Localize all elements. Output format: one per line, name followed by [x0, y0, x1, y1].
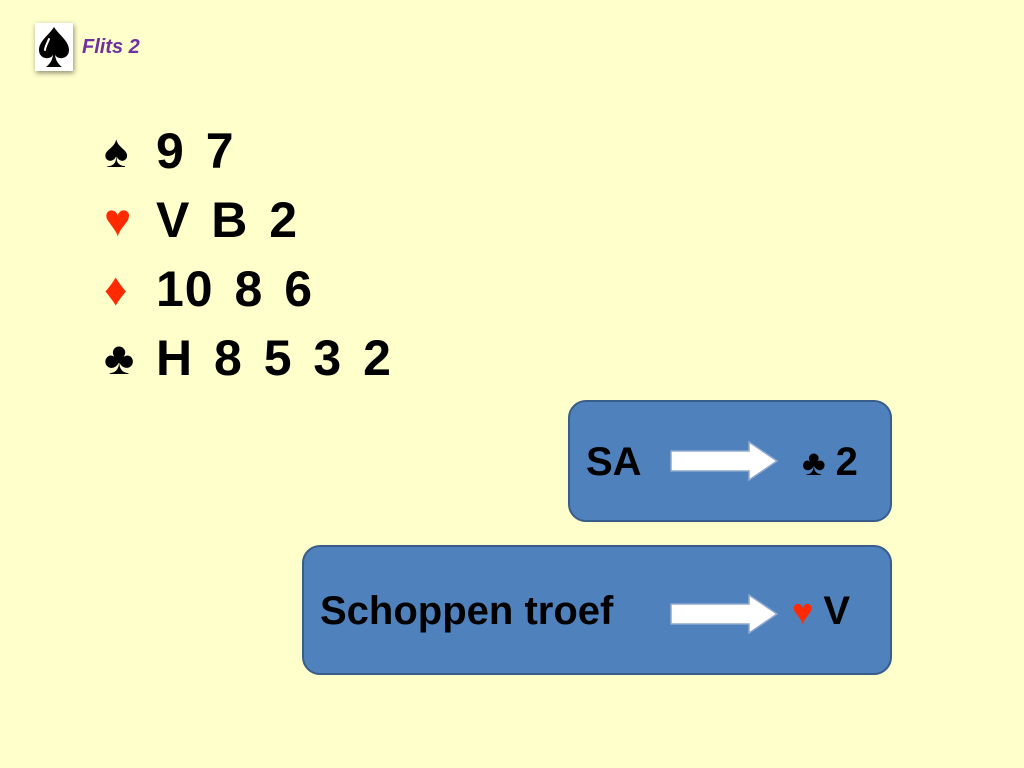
lead-card-rank: V [823, 589, 851, 633]
suit-row-diamonds: ♦ 10 8 6 [104, 254, 392, 323]
suit-cards-diamonds: 10 8 6 [156, 260, 314, 317]
suit-row-hearts: ♥ V B 2 [104, 185, 392, 254]
lead-box-sa: SA ♣ 2 [568, 400, 892, 522]
lead-card: ♣ 2 [802, 440, 858, 485]
club-icon: ♣ [104, 331, 135, 384]
arrow-right-icon [670, 593, 779, 635]
logo [35, 23, 73, 71]
spade-icon: ♠ [104, 124, 129, 177]
suit-row-spades: ♠ 9 7 [104, 116, 392, 185]
diamond-icon: ♦ [104, 262, 128, 315]
page-title: Flits 2 [82, 36, 140, 58]
suit-cards-clubs: H 8 5 3 2 [156, 329, 392, 386]
arrow-right-icon [670, 440, 779, 482]
lead-card-rank: 2 [835, 440, 858, 484]
hand: ♠ 9 7 ♥ V B 2 ♦ 10 8 6 ♣ H 8 5 3 2 [104, 116, 392, 392]
contract-label: SA [586, 440, 642, 484]
club-icon: ♣ [802, 441, 826, 483]
suit-cards-spades: 9 7 [156, 122, 235, 179]
heart-icon: ♥ [104, 193, 132, 246]
heart-icon: ♥ [792, 590, 814, 632]
contract-label: Schoppen troef [320, 589, 614, 633]
lead-box-schoppen-troef: Schoppen troef ♥ V [302, 545, 892, 675]
suit-row-clubs: ♣ H 8 5 3 2 [104, 323, 392, 392]
lead-card: ♥ V [792, 589, 850, 634]
spade-icon [39, 27, 69, 67]
suit-cards-hearts: V B 2 [156, 191, 299, 248]
